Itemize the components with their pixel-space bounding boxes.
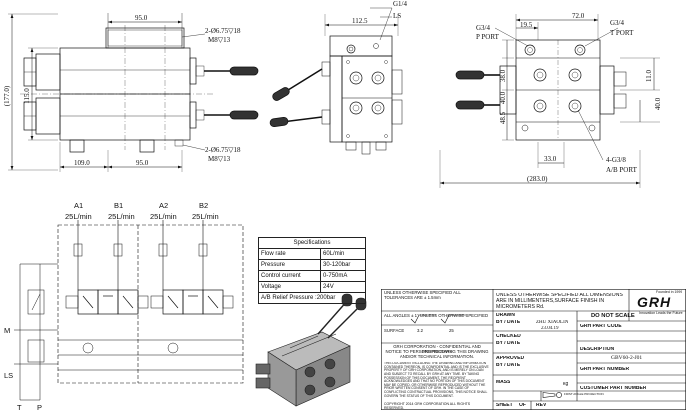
mass-label: MASS bbox=[496, 380, 511, 385]
port-a1: A1 bbox=[74, 201, 83, 210]
mass-unit: kg bbox=[563, 382, 569, 387]
drawn-by-date: BY / DATE bbox=[496, 320, 521, 325]
port-ls: LS bbox=[4, 371, 13, 380]
lever-handles bbox=[204, 66, 500, 128]
founded-text: Founded in 1999 bbox=[656, 290, 683, 294]
do-not-scale: DO NOT SCALE bbox=[591, 313, 635, 319]
part-code-label: GRH PART CODE bbox=[580, 324, 622, 329]
dim-40-0-left: 40.0 bbox=[499, 91, 507, 104]
copyright: COPYRIGHT 2014 GRH CORPORATION ALL RIGHT… bbox=[384, 402, 471, 411]
surface-label: SURFACE bbox=[384, 329, 405, 333]
confidential-2: NOTICE TO PERSONS RECEIVING THIS DRAWING bbox=[385, 350, 489, 354]
port-b1: B1 bbox=[114, 201, 123, 210]
approved-label: APPROVED bbox=[496, 356, 525, 361]
dim-g34-p: G3/4 bbox=[476, 24, 491, 32]
dim-bottom-right: 95.0 bbox=[136, 159, 149, 167]
customer-part-label: CUSTOMER PART NUMBER bbox=[580, 386, 647, 391]
hydraulic-schematic bbox=[14, 220, 244, 401]
confidential-3: AND/OR TECHNICAL INFORMATION. bbox=[399, 355, 475, 359]
dim-overall-width: (283.0) bbox=[527, 175, 548, 183]
checked-label: CHECKED bbox=[496, 334, 521, 339]
surface-value-2: 25 bbox=[449, 329, 454, 333]
flow-b2: 25L/min bbox=[192, 212, 219, 221]
dim-hole-bot-1: 2-Ø6.75▽18 bbox=[205, 146, 241, 154]
dim-p-port: P PORT bbox=[476, 33, 500, 41]
description-label: DESCRIPTION bbox=[580, 347, 615, 352]
title-block-grid bbox=[381, 289, 686, 410]
dim-72-0: 72.0 bbox=[572, 12, 585, 20]
tolerance-note: UNLESS OTHERWISE SPECIFIED ALL TOLERANCE… bbox=[384, 291, 461, 300]
dim-19-5: 19.5 bbox=[520, 21, 533, 29]
dim-hole-bot-2: M8▽13 bbox=[208, 155, 231, 163]
port-b2: B2 bbox=[199, 201, 208, 210]
flow-b1: 25L/min bbox=[108, 212, 135, 221]
dim-38-0: 38.0 bbox=[499, 69, 507, 82]
dim-48-5: 48.5 bbox=[499, 111, 507, 124]
dim-side-width: 112.5 bbox=[352, 17, 368, 25]
port-t: T bbox=[17, 403, 22, 412]
valve-isometric-image bbox=[255, 293, 367, 407]
sheet-label: SHEET bbox=[496, 403, 513, 408]
drawn-date: 23.04.19 bbox=[541, 326, 559, 331]
dim-g38: 4-G3/8 bbox=[606, 156, 626, 164]
dim-40-0-right: 40.0 bbox=[654, 97, 662, 110]
dim-g14: G1/4 bbox=[393, 0, 408, 8]
dim-overall-height: (177.0) bbox=[3, 85, 11, 106]
grh-part-number-label: GRH PART NUMBER bbox=[580, 367, 630, 372]
checked-by-date: BY / DATE bbox=[496, 341, 521, 346]
spec-title: Specifications bbox=[258, 237, 366, 249]
legal-text: THIS DOCUMENT INCLUDING THE DRAWING AND … bbox=[384, 362, 489, 398]
description-value: GBV60-2-J01 bbox=[611, 355, 643, 361]
angles-note: ALL ANGLES ± 1° UNLESS OTHERWISE SPECIFI… bbox=[384, 314, 489, 318]
title-block: UNLESS OTHERWISE SPECIFIED ALL TOLERANCE… bbox=[381, 289, 686, 410]
schematic-labels: A1 B1 A2 B2 25L/min 25L/min 25L/min 25L/… bbox=[4, 201, 219, 412]
flow-a2: 25L/min bbox=[150, 212, 177, 221]
port-m: M bbox=[4, 326, 10, 335]
side-view bbox=[321, 7, 403, 155]
table-row: A/B Relief Pressure :200bar bbox=[258, 292, 366, 304]
of-label: OF bbox=[519, 403, 526, 408]
approved-by-date: BY / DATE bbox=[496, 363, 521, 368]
front-view bbox=[8, 13, 215, 172]
tagline: Innovation Leads the Future bbox=[639, 311, 683, 315]
dim-top-width: 95.0 bbox=[135, 14, 148, 22]
dim-ab-port: A/B PORT bbox=[606, 166, 638, 174]
dim-hole-top-2: M8▽13 bbox=[208, 36, 231, 44]
drawn-name: ZHU XIAOLIN bbox=[536, 320, 569, 325]
confidential-1: GRH CORPORATION - CONFIDENTIAL AND PROPR… bbox=[393, 345, 481, 354]
dim-t-port: T PORT bbox=[610, 29, 634, 37]
port-p: P bbox=[37, 403, 42, 412]
dim-33-0: 33.0 bbox=[544, 155, 557, 163]
dim-hole-top-1: 2-Ø6.75▽18 bbox=[205, 27, 241, 35]
dimension-labels: 95.0 2-Ø6.75▽18 M8▽13 (177.0) 115.0 2-Ø6… bbox=[3, 0, 662, 183]
dim-body-height: 115.0 bbox=[23, 88, 31, 104]
first-angle-projection: FIRST ANGLE PROJECTION bbox=[564, 393, 604, 396]
dim-bottom-left: 109.0 bbox=[74, 159, 90, 167]
grh-logo: GRH bbox=[637, 294, 672, 310]
drawn-label: DRAWN bbox=[496, 313, 515, 318]
dim-ls: LS bbox=[393, 12, 401, 20]
surface-value-1: 3.2 bbox=[417, 329, 423, 333]
flow-a1: 25L/min bbox=[65, 212, 92, 221]
dim-11-0: 11.0 bbox=[645, 70, 653, 82]
top-view bbox=[439, 14, 660, 188]
dimension-note: UNLESS OTHERWISE SPECIFIED ALL DIMENSION… bbox=[496, 293, 623, 310]
dim-g34-t: G3/4 bbox=[610, 19, 625, 27]
port-a2: A2 bbox=[159, 201, 168, 210]
rev-label: REV bbox=[536, 403, 547, 408]
